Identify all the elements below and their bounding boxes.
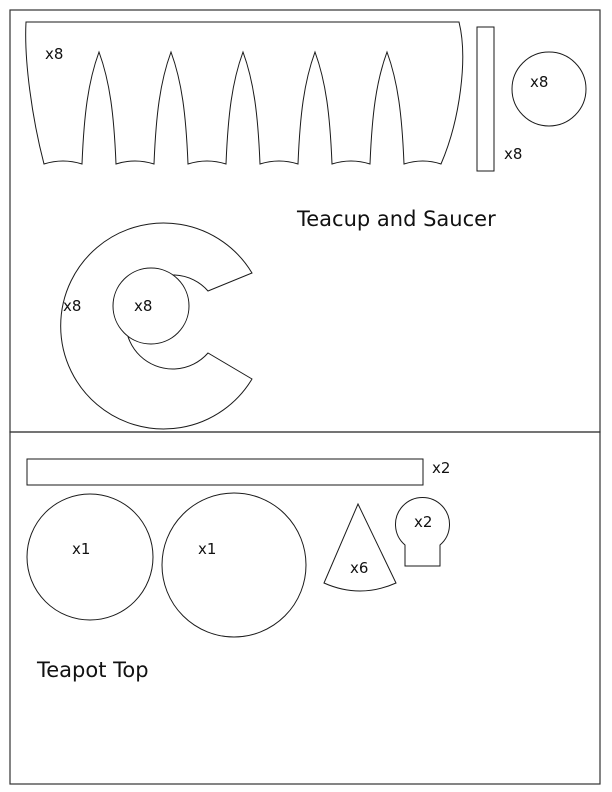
teapot-top-section-frame: [9, 431, 601, 785]
handle-strip-qty: x8: [504, 145, 522, 163]
lid-small-piece: [26, 493, 154, 621]
teapot-top-section-title: Teapot Top: [36, 658, 149, 682]
lid-large-piece: [161, 492, 307, 638]
teacup-section-title: Teacup and Saucer: [296, 207, 496, 231]
saucer-center-qty: x8: [134, 297, 152, 315]
cup-wall-piece: [25, 21, 464, 165]
cup-base-qty: x8: [530, 73, 548, 91]
teapot-band-qty: x2: [432, 459, 450, 477]
knob-piece: [395, 497, 450, 567]
saucer-center-piece: [112, 267, 190, 345]
cone-segment-piece: [323, 502, 397, 592]
cup-wall-qty: x8: [45, 45, 63, 63]
cup-base-piece: [511, 51, 587, 127]
lid-large-qty: x1: [198, 540, 216, 558]
cone-segment-qty: x6: [350, 559, 368, 577]
handle-strip-piece: [476, 26, 495, 172]
saucer-ring-qty: x8: [63, 297, 81, 315]
lid-small-qty: x1: [72, 540, 90, 558]
teapot-band-piece: [26, 458, 424, 486]
knob-qty: x2: [414, 513, 432, 531]
